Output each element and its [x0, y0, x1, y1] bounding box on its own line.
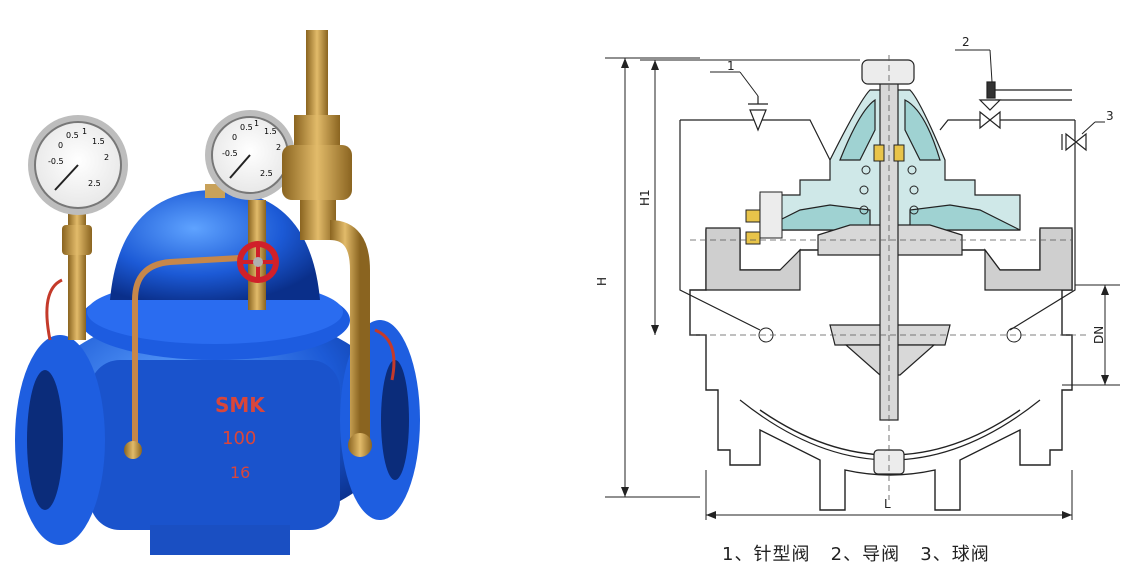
control-piping [679, 89, 1076, 331]
valve-photo: SMK 100 16 -0.5 0 0.5 1 1.5 2 2.5 -0.5 0… [15, 30, 420, 555]
brand-mark: SMK [215, 393, 266, 417]
legend-caption: 1、针型阀 2、导阀 3、球阀 [722, 540, 1102, 566]
gauge-right-label-3: 1 [254, 119, 259, 128]
valve-cross-section-drawing: H H1 DN L 1 2 3 [595, 35, 1120, 520]
gauge-right-label-5: 2 [276, 143, 281, 152]
model-mark-2: 16 [230, 463, 250, 482]
legend-item-ball-valve: 3、球阀 [920, 544, 990, 565]
gauge-right-label-6: 2.5 [260, 169, 273, 178]
left-pressure-gauge: -0.5 0 0.5 1 1.5 2 2.5 [28, 115, 128, 215]
gauge-left-label-1: 0 [58, 141, 63, 150]
gauge-left-label-0: -0.5 [48, 157, 64, 166]
copper-tube [132, 255, 241, 445]
gauge-right-label-2: 0.5 [240, 123, 253, 132]
ball-valve-symbol [1061, 132, 1087, 152]
gauge-left-label-2: 0.5 [66, 131, 79, 140]
callout-1: 1 [727, 59, 735, 73]
gauge-right-label-4: 1.5 [264, 127, 277, 136]
dim-label-dn: DN [1092, 326, 1106, 344]
callout-3: 3 [1106, 109, 1114, 123]
dim-label-h1: H1 [638, 189, 652, 206]
legend-item-pilot-valve: 2、导阀 [830, 544, 901, 565]
pilot-valve-symbol [978, 81, 1002, 130]
gauge-left-label-6: 2.5 [88, 179, 101, 188]
gauge-left-label-4: 1.5 [92, 137, 105, 146]
valve-body [15, 184, 420, 555]
dimension-lines [605, 49, 1120, 520]
callout-2: 2 [962, 35, 970, 49]
model-mark-1: 100 [222, 428, 256, 449]
gauge-left-label-5: 2 [104, 153, 109, 162]
pilot-valve [282, 30, 372, 457]
body-flanges [705, 227, 1073, 291]
gauge-right-label-1: 0 [232, 133, 237, 142]
dim-label-l: L [884, 497, 891, 511]
gauge-left-label-3: 1 [82, 127, 87, 136]
gauge-right-label-0: -0.5 [222, 149, 238, 158]
needle-valve-symbol [748, 96, 768, 132]
right-pressure-gauge: -0.5 0 0.5 1 1.5 2 2.5 [205, 110, 295, 200]
legend-item-needle-valve: 1、针型阀 [722, 544, 811, 565]
dim-label-h: H [595, 277, 609, 286]
needle-valve-handwheel [237, 241, 279, 283]
